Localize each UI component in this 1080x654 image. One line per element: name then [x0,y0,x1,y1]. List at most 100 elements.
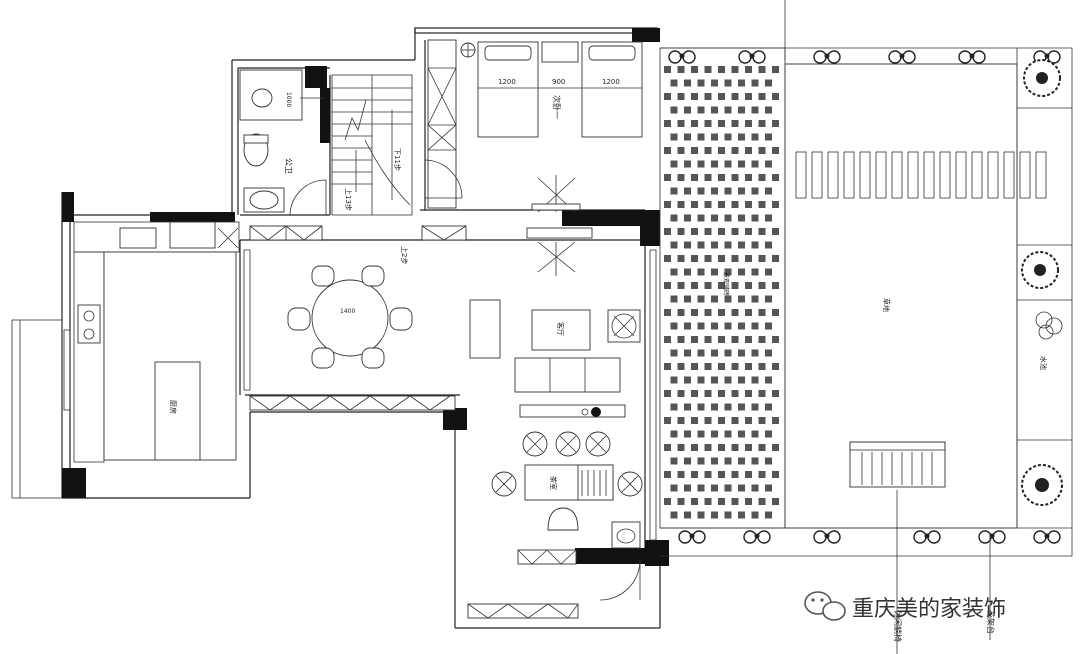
shrub [927,530,941,544]
paving-tile [684,160,691,168]
paving-tile [684,214,691,222]
paving-tile [704,228,712,235]
paving-tile [731,336,739,343]
paving-tile [724,187,732,195]
shrub [978,530,992,544]
paving-tile [697,349,705,357]
paving-tile [718,93,725,100]
paving-tile [758,228,766,235]
lawn-stripe [827,151,839,199]
paving-tile [731,444,739,451]
paving-tiles [664,66,779,519]
paving-tile [765,106,772,114]
paving-tile [711,133,718,141]
paving-tile [731,471,739,478]
paving-tile [772,417,779,424]
lawn-stripe [1035,151,1047,199]
paving-tile [745,66,752,73]
paving-tile [697,133,705,141]
paving-tile [758,444,766,451]
paving-tile [724,160,732,168]
shrub [827,530,841,544]
paving-tile [724,106,732,114]
paving-tile [745,309,752,316]
paving-tile [758,66,766,73]
paving-tile [718,471,725,478]
water-pool [1035,311,1063,340]
paving-tile [691,174,698,181]
paving-tile [758,147,766,154]
paving-tile [697,403,705,411]
paving-tile [677,93,685,100]
paving-tile [745,390,752,397]
label-second-bedroom: 次卧一 [552,95,562,119]
paving-tile [772,309,779,316]
paving-tile [704,390,712,397]
shrub-center [749,53,755,59]
paving-tile [697,511,705,519]
paving-tile [758,417,766,424]
paving-tile [745,471,752,478]
paving-tile [765,133,772,141]
shrub [738,50,752,64]
paving-tile [677,363,685,370]
paving-tile [704,336,712,343]
paving-tile [664,390,671,397]
paving-tile [738,214,745,222]
paving-tile [731,201,739,208]
paving-tile [677,147,685,154]
label-kitchen: 厨房 [169,400,178,414]
doors [289,159,641,601]
paving-tile [670,349,678,357]
paving-tile [684,241,691,249]
paving-tile [724,268,732,276]
paving-tile [677,444,685,451]
paving-tile [684,430,691,438]
wechat-icon [804,591,846,621]
paving-tile [691,471,698,478]
paving-tile [677,471,685,478]
paving-tile [677,255,685,262]
paving-tile [772,174,779,181]
paving-tile [711,457,718,465]
shrubs [668,50,1061,544]
paving-tile [751,511,759,519]
label-water-pool: 水池 [1039,356,1048,370]
shrub [1033,530,1047,544]
paving-tile [711,214,718,222]
paving-tile [664,120,671,127]
dim-bed-left: 1200 [498,78,516,86]
paving-tile [684,79,691,87]
paving-tile [697,160,705,168]
paving-tile [664,282,671,289]
paving-tile [724,322,732,330]
paving-tile [677,498,685,505]
paving-tile [691,255,698,262]
leisure-chair [849,441,946,488]
paving-tile [664,336,671,343]
paving-tile [765,214,772,222]
paving-tile [670,511,678,519]
paving-tile [765,349,772,357]
paving-tile [670,241,678,249]
label-tea-room: 茶室 [549,476,558,490]
paving-tile [711,484,718,492]
paving-tile [684,322,691,330]
paving-tile [738,187,745,195]
paving-tile [704,174,712,181]
lawn-stripe [843,151,855,199]
lawn-stripe [987,151,999,199]
lawn-stripe [1003,151,1015,199]
shrub [678,530,692,544]
paving-tile [704,471,712,478]
paving-tile [684,187,691,195]
paving-tile [738,484,745,492]
paving-tile [670,403,678,411]
paving-tile [751,403,759,411]
paving-tile [691,120,698,127]
paving-tile [670,376,678,384]
paving-tile [677,201,685,208]
paving-tile [738,241,745,249]
paving-tile [738,268,745,276]
shrub [902,50,916,64]
